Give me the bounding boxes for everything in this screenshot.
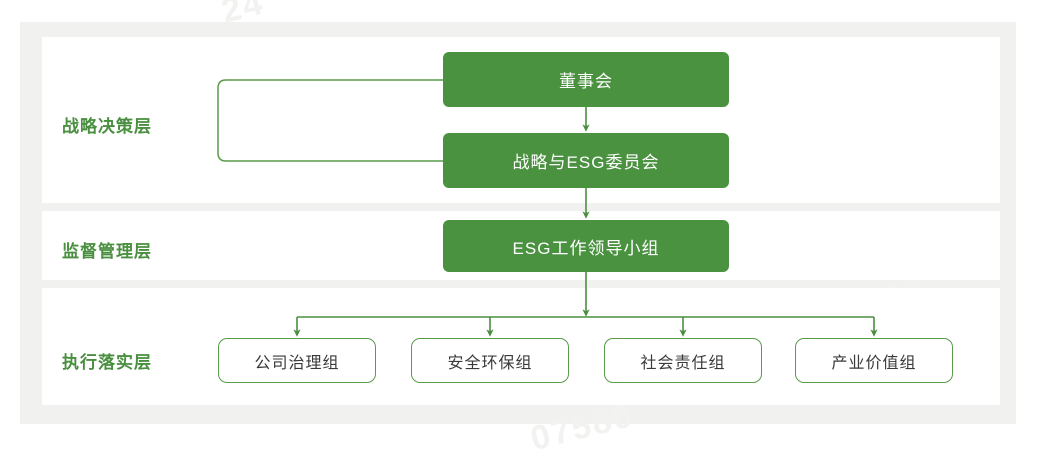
node-safety-environment-group[interactable]: 安全环保组 (411, 338, 569, 383)
node-esg-working-leadership-group[interactable]: ESG工作领导小组 (443, 220, 729, 272)
layer-label-strategy: 战略决策层 (62, 117, 152, 136)
layer-label-execution: 执行落实层 (62, 353, 152, 372)
layer-label-oversight: 监督管理层 (62, 242, 152, 261)
node-social-responsibility-group[interactable]: 社会责任组 (604, 338, 762, 383)
node-industry-value-group[interactable]: 产业价值组 (795, 338, 953, 383)
node-strategy-esg-committee[interactable]: 战略与ESG委员会 (443, 133, 729, 188)
node-corporate-governance-group[interactable]: 公司治理组 (218, 338, 376, 383)
node-board-of-directors[interactable]: 董事会 (443, 52, 729, 107)
